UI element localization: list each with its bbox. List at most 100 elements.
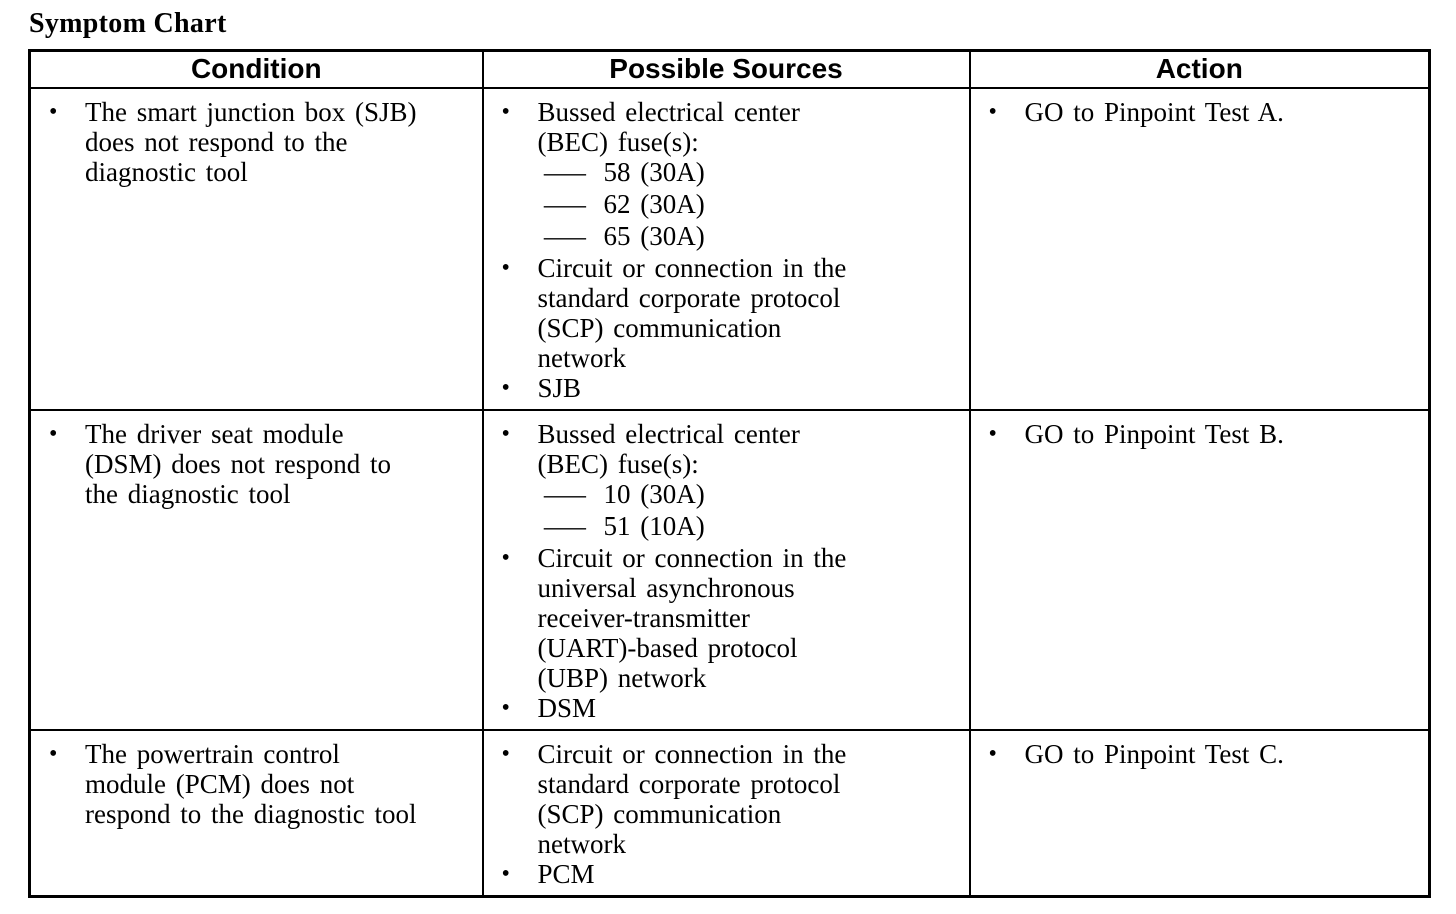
- text-line: (BEC) fuse(s):: [537, 449, 699, 479]
- text-line: Bussed electrical center: [537, 419, 800, 449]
- cell-content: • The driver seat module(DSM) does not re…: [47, 419, 474, 509]
- cell-content: •Bussed electrical center(BEC) fuse(s):—…: [500, 97, 961, 403]
- text-line: does not respond to the: [85, 127, 348, 157]
- bullet-icon: •: [49, 741, 58, 767]
- text-line: Circuit or connection in the: [537, 543, 847, 573]
- subitem-text: 58 (30A): [604, 157, 961, 187]
- text-line: module (PCM) does not: [85, 769, 355, 799]
- list-subitem: — 51 (10A): [544, 511, 961, 543]
- table-row: • The smart junction box (SJB)does not re…: [28, 87, 1431, 411]
- dash-glyph: —: [543, 479, 586, 509]
- cell-content: •Bussed electrical center(BEC) fuse(s):—…: [500, 419, 961, 723]
- page-title: Symptom Chart: [29, 8, 227, 39]
- subitem-text: 65 (30A): [604, 221, 961, 251]
- sources-cell: •Bussed electrical center(BEC) fuse(s):—…: [481, 87, 971, 411]
- dash-glyph: —: [543, 189, 586, 219]
- dash-icon: —: [544, 189, 604, 221]
- list-subitem: — 62 (30A): [544, 189, 961, 221]
- list-item: • GO to Pinpoint Test A.: [987, 97, 1421, 127]
- bullet-icon: •: [988, 741, 997, 767]
- text-line: (UBP) network: [537, 663, 707, 693]
- cell-content: •GO to Pinpoint Test C.: [987, 739, 1421, 769]
- list-item: • GO to Pinpoint Test B.: [987, 419, 1421, 449]
- dash-icon: —: [544, 221, 604, 253]
- text-line: universal asynchronous: [537, 573, 795, 603]
- list-item-text: Bussed electrical center(BEC) fuse(s):: [538, 97, 961, 157]
- dash-icon: —: [544, 157, 604, 189]
- text-line: 65 (30A): [603, 221, 705, 251]
- list-item: • DSM: [500, 693, 961, 723]
- bullet-icon: •: [501, 255, 510, 281]
- bullet-icon: •: [501, 741, 510, 767]
- subitem-text: 62 (30A): [604, 189, 961, 219]
- action-cell: • GO to Pinpoint Test A.: [968, 87, 1431, 411]
- list-subitem: —58 (30A): [544, 157, 961, 189]
- list-item-text: PCM: [538, 859, 961, 889]
- action-cell: •GO to Pinpoint Test C.: [968, 729, 1431, 898]
- bullet-icon: •: [501, 421, 510, 447]
- list-item-text: SJB: [538, 373, 961, 403]
- list-item: • The driver seat module(DSM) does not re…: [47, 419, 474, 509]
- dash-icon: —: [544, 479, 604, 511]
- list-item: •SJB: [500, 373, 961, 403]
- list-item-text: DSM: [538, 693, 961, 723]
- text-line: (SCP) communication: [537, 313, 782, 343]
- text-line: standard corporate protocol: [537, 769, 841, 799]
- text-line: 58 (30A): [603, 157, 705, 187]
- list-item: •GO to Pinpoint Test C.: [987, 739, 1421, 769]
- bullet-icon: •: [988, 99, 997, 125]
- text-line: receiver-transmitter: [537, 603, 750, 633]
- bullet-icon: •: [501, 545, 510, 571]
- condition-cell: • The driver seat module(DSM) does not re…: [28, 409, 484, 731]
- bullet-icon: •: [501, 861, 510, 887]
- text-line: (UART)-based protocol: [537, 633, 798, 663]
- text-line: 10 (30A): [603, 479, 705, 509]
- list-item-text: The smart junction box (SJB)does not res…: [85, 97, 474, 187]
- bullet-icon: •: [49, 421, 58, 447]
- dash-glyph: —: [543, 511, 586, 541]
- list-item-text: GO to Pinpoint Test A.: [1025, 97, 1421, 127]
- text-line: The powertrain control: [85, 739, 340, 769]
- text-line: network: [537, 343, 626, 373]
- column-header-condition: Condition: [28, 49, 484, 89]
- condition-cell: •The smart junction box (SJB)does not re…: [28, 87, 484, 411]
- list-item: •The smart junction box (SJB)does not re…: [47, 97, 474, 187]
- dash-icon: —: [544, 511, 604, 543]
- list-subitem: — 65 (30A): [544, 221, 961, 253]
- list-item: • Bussed electrical center(BEC) fuse(s):: [500, 419, 961, 479]
- text-line: GO to Pinpoint Test B.: [1024, 419, 1284, 449]
- text-line: The smart junction box (SJB): [85, 97, 417, 127]
- bullet-icon: •: [988, 421, 997, 447]
- text-line: network: [537, 829, 626, 859]
- cell-content: •The smart junction box (SJB)does not re…: [47, 97, 474, 187]
- text-line: (DSM) does not respond to: [85, 449, 391, 479]
- symptom-chart-table: Condition Possible Sources Action •The s…: [28, 49, 1431, 898]
- bullet-icon: •: [501, 695, 510, 721]
- text-line: Bussed electrical center: [537, 97, 800, 127]
- list-subitem: — 10 (30A): [544, 479, 961, 511]
- list-item-text: The driver seat module(DSM) does not res…: [85, 419, 474, 509]
- list-item-text: Bussed electrical center(BEC) fuse(s):: [538, 419, 961, 479]
- dash-glyph: —: [543, 221, 586, 251]
- list-item-text: GO to Pinpoint Test B.: [1025, 419, 1421, 449]
- text-line: standard corporate protocol: [537, 283, 841, 313]
- text-line: diagnostic tool: [85, 157, 248, 187]
- text-line: 51 (10A): [603, 511, 705, 541]
- subitem-text: 10 (30A): [604, 479, 961, 509]
- text-line: Circuit or connection in the: [537, 739, 847, 769]
- list-item: •Bussed electrical center(BEC) fuse(s):: [500, 97, 961, 157]
- subitem-text: 51 (10A): [604, 511, 961, 541]
- action-cell: • GO to Pinpoint Test B.: [968, 409, 1431, 731]
- text-line: Circuit or connection in the: [537, 253, 847, 283]
- text-line: DSM: [537, 693, 597, 723]
- column-header-possible-sources: Possible Sources: [481, 49, 971, 89]
